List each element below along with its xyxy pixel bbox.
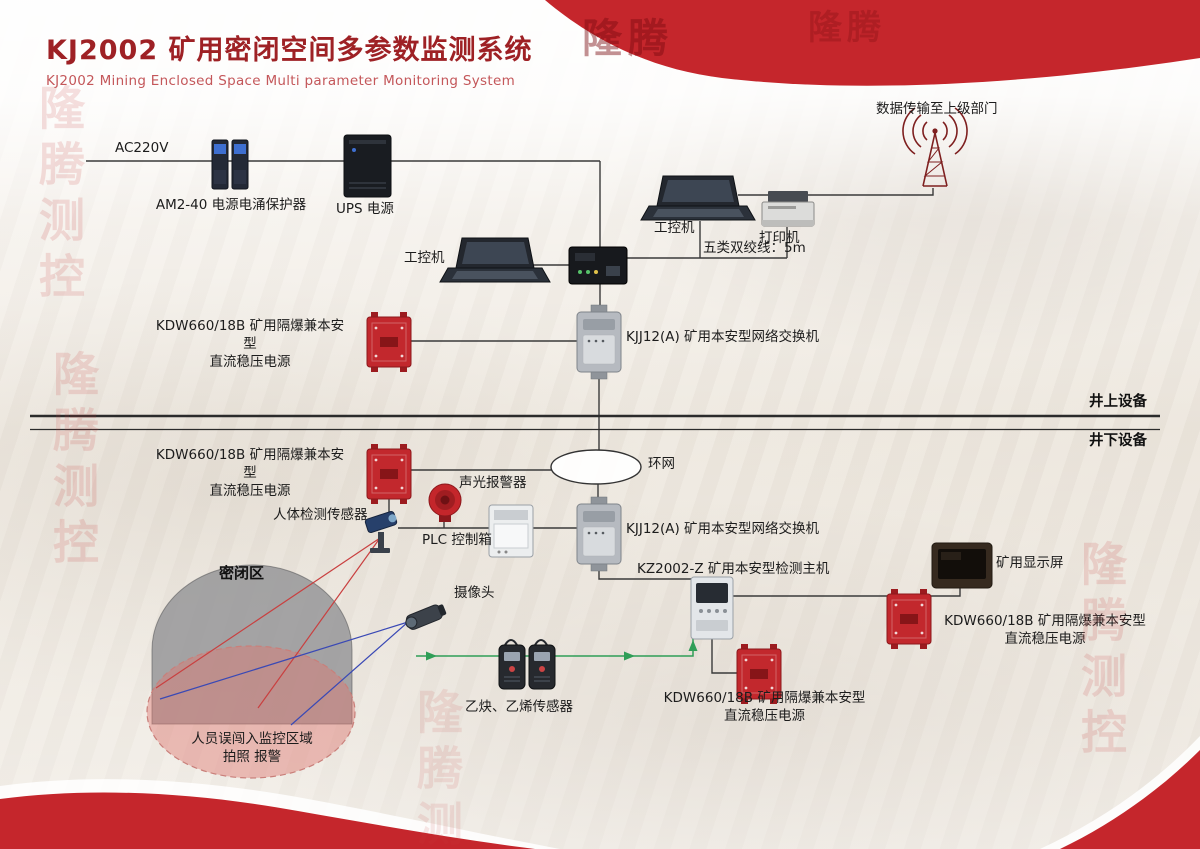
- enclosed-zone-shape: [151, 564, 353, 725]
- ups-icon: [343, 134, 392, 198]
- display-label: 矿用显示屏: [996, 555, 1064, 571]
- host-device-icon: [690, 576, 734, 640]
- uplink-label: 数据传输至上级部门: [876, 101, 998, 117]
- intrusion-label-line1: 人员误闯入监控区域: [191, 731, 313, 747]
- section-divider: [30, 414, 1160, 431]
- twisted-pair-label: 五类双绞线：5m: [703, 240, 806, 256]
- psu-host-label-line2: 直流稳压电源: [724, 708, 805, 725]
- enclosed-zone-label: 密闭区: [219, 564, 265, 582]
- plc-box-icon: [488, 504, 534, 558]
- ring-network-ellipse: [550, 449, 642, 485]
- footer-left-red-wave: [0, 792, 535, 849]
- page-subtitle: KJ2002 Mining Enclosed Space Multi param…: [46, 73, 516, 89]
- wire-pc-tower: [738, 188, 934, 196]
- psu-display-label: KDW660/18B 矿用隔爆兼本安型 直流稳压电源: [935, 612, 1155, 648]
- surge-protector-label: AM2-40 电源电涌保护器: [155, 197, 307, 213]
- psu-display-icon: [886, 589, 932, 649]
- camera-lines-blue: [159, 621, 409, 726]
- gas-sensor-icons: [498, 639, 556, 690]
- display-icon: [931, 542, 993, 589]
- psu-display-label-line2: 直流稳压电源: [1004, 631, 1086, 648]
- intrusion-label: 人员误闯入监控区域 拍照 报警: [162, 730, 342, 766]
- psu-host-icon: [736, 644, 782, 704]
- printer-label: 打印机: [759, 230, 800, 246]
- human-sensor-label: 人体检测传感器: [273, 507, 368, 523]
- wire-host-display: [733, 588, 961, 597]
- psu-underground-icon: [366, 444, 412, 504]
- detection-lines-red: [155, 537, 381, 709]
- footer-right-red-corner: [1060, 750, 1200, 849]
- connection-wires: [86, 160, 961, 674]
- psu-underground-label: KDW660/18B 矿用隔爆兼本安型 直流稳压电源: [150, 446, 350, 501]
- alarm-label: 声光报警器: [459, 475, 527, 491]
- alarm-icon: [428, 483, 462, 522]
- switch-surface-label: KJJ12(A) 矿用本安型网络交换机: [626, 329, 820, 345]
- surface-section-label: 井上设备: [1089, 394, 1147, 410]
- industrial-pc-lower-icon: [439, 237, 551, 283]
- wire-host-psu4: [711, 639, 737, 674]
- psu-display-label-line1: KDW660/18B 矿用隔爆兼本安型: [944, 613, 1146, 629]
- page-title: KJ2002 矿用密闭空间多参数监测系统: [46, 35, 533, 66]
- psu-surface-label: KDW660/18B 矿用隔爆兼本安型 直流稳压电源: [150, 317, 350, 372]
- network-switch-surface-icon: [576, 304, 622, 380]
- camera-label: 摄像头: [454, 585, 495, 601]
- underground-section-label: 井下设备: [1089, 433, 1147, 449]
- uplink-antenna-icon: [902, 107, 968, 187]
- ac-power-label: AC220V: [115, 140, 169, 156]
- ring-network-label: 环网: [648, 456, 675, 472]
- psu-surface-icon: [366, 312, 412, 372]
- network-switch-underground-icon: [576, 496, 622, 572]
- header-red-swoosh: [545, 0, 1200, 86]
- psu-underground-label-line1: KDW660/18B 矿用隔爆兼本安型: [155, 447, 345, 482]
- psu-surface-label-line1: KDW660/18B 矿用隔爆兼本安型: [155, 318, 345, 353]
- ups-label: UPS 电源: [336, 201, 394, 217]
- camera-icon: [405, 604, 447, 630]
- surge-protector-icon: [211, 139, 249, 190]
- printer-icon: [761, 191, 815, 227]
- psu-surface-label-line2: 直流稳压电源: [209, 354, 291, 371]
- ipc-lower-label: 工控机: [404, 250, 445, 266]
- intrusion-zone-ellipse: [146, 645, 356, 779]
- host-label: KZ2002-Z 矿用本安型检测主机: [637, 561, 830, 577]
- wire-peripherals: [600, 221, 788, 259]
- psu-underground-label-line2: 直流稳压电源: [209, 483, 291, 500]
- gas-sensor-label: 乙炔、乙烯传感器: [465, 699, 573, 715]
- psu-host-label: KDW660/18B 矿用隔爆兼本安型 直流稳压电源: [662, 689, 867, 725]
- psu-host-label-line1: KDW660/18B 矿用隔爆兼本安型: [663, 690, 866, 706]
- industrial-pc-upper-icon: [640, 175, 756, 221]
- media-converter-icon: [568, 246, 628, 285]
- switch-underground-label: KJJ12(A) 矿用本安型网络交换机: [626, 521, 820, 537]
- ipc-upper-label: 工控机: [654, 220, 695, 236]
- sensor-lines-green: [416, 639, 698, 661]
- plc-label: PLC 控制箱: [422, 532, 492, 548]
- human-sensor-icon: [364, 510, 398, 553]
- intrusion-label-line2: 拍照 报警: [222, 749, 282, 766]
